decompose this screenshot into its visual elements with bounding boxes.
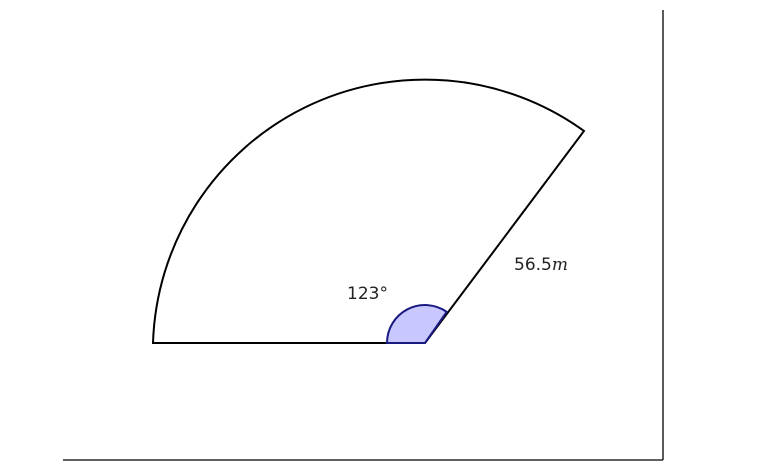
radius-unit: m: [552, 255, 568, 275]
angle-marker: [385, 304, 449, 344]
sector-outline: [151, 78, 586, 344]
radius-value: 56.5: [514, 255, 552, 275]
angle-label: 123°: [347, 284, 388, 304]
radius-length-label: 56.5m: [514, 255, 568, 275]
